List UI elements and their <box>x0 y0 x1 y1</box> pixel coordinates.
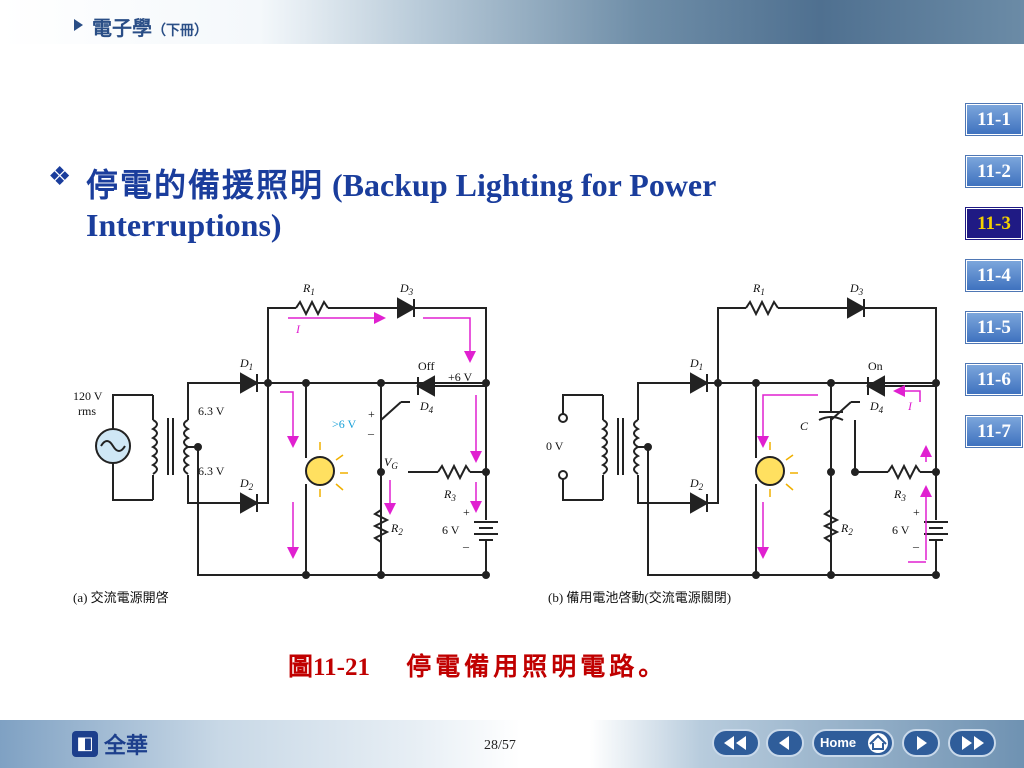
labels-b: 0 V R1 D3 D1 D2 D4 R2 R3 C I On 6 V + – … <box>546 281 920 605</box>
svg-text:–: – <box>462 539 470 553</box>
svg-text:6.3 V: 6.3 V <box>198 404 225 418</box>
page-number: 28/57 <box>484 738 516 753</box>
slide-title-line-2: Interruptions) <box>86 207 282 244</box>
header-banner: 電子學（下冊） <box>0 0 1024 44</box>
svg-text:0 V: 0 V <box>546 439 564 453</box>
svg-text:D1: D1 <box>239 356 253 372</box>
svg-text:D4: D4 <box>419 399 434 415</box>
bullet-diamond-icon: ❖ <box>48 162 72 191</box>
circuit-a <box>95 297 498 579</box>
svg-text:+6 V: +6 V <box>448 370 473 384</box>
svg-text:–: – <box>367 426 375 440</box>
svg-text:R1: R1 <box>302 281 315 297</box>
current-arrows-b <box>757 385 932 563</box>
chapter-button-11-3[interactable]: 11-3 <box>966 208 1022 239</box>
home-button[interactable]: Home <box>812 729 894 757</box>
svg-text:6.3 V: 6.3 V <box>198 464 225 478</box>
chapter-button-11-4[interactable]: 11-4 <box>966 260 1022 291</box>
svg-text:(a) 交流電源開啓: (a) 交流電源開啓 <box>73 590 169 605</box>
current-arrows-a <box>280 312 482 559</box>
svg-text:120 V: 120 V <box>73 389 103 403</box>
publisher-logo-text: 全華 <box>104 734 149 759</box>
svg-text:6 V: 6 V <box>442 523 460 537</box>
svg-text:D4: D4 <box>869 399 884 415</box>
next-page-button[interactable] <box>902 729 940 757</box>
previous-page-button[interactable] <box>766 729 804 757</box>
svg-text:D2: D2 <box>689 476 704 492</box>
svg-text:D1: D1 <box>689 356 703 372</box>
figure-caption-text: 停電備用照明電路。 <box>406 652 668 681</box>
svg-text:+: + <box>368 407 375 421</box>
svg-text:+: + <box>463 505 470 519</box>
chapter-button-11-1[interactable]: 11-1 <box>966 104 1022 135</box>
publisher-logo: ◧ 全華 <box>72 728 148 760</box>
labels-a: 120 V rms 6.3 V 6.3 V R1 D3 D1 D2 D4 R2 … <box>73 281 473 605</box>
lamp-b-glow <box>769 442 798 497</box>
svg-text:R3: R3 <box>443 487 456 503</box>
svg-text:–: – <box>912 539 920 553</box>
figure-caption: 圖11-21 停電備用照明電路。 <box>288 647 667 683</box>
home-button-label: Home <box>820 735 857 750</box>
svg-text:I: I <box>295 322 301 336</box>
svg-text:D3: D3 <box>849 281 864 297</box>
chapter-button-11-2[interactable]: 11-2 <box>966 156 1022 187</box>
slide-title-cjk: 停電的備援照明 <box>86 166 325 204</box>
chapter-button-11-5[interactable]: 11-5 <box>966 312 1022 343</box>
home-icon <box>869 734 887 750</box>
slide-title-en-2: Interruptions) <box>86 207 282 243</box>
header-arrow-icon <box>74 19 83 31</box>
svg-text:R2: R2 <box>840 521 853 537</box>
svg-text:R2: R2 <box>390 521 403 537</box>
last-page-button[interactable] <box>948 729 996 757</box>
figure-number: 圖11-21 <box>288 654 370 681</box>
chapter-button-11-7[interactable]: 11-7 <box>966 416 1022 447</box>
publisher-logo-icon: ◧ <box>72 731 98 757</box>
lamp-a-glow <box>319 442 348 497</box>
svg-text:Off: Off <box>418 359 434 373</box>
svg-text:R1: R1 <box>752 281 765 297</box>
first-page-button[interactable] <box>712 729 760 757</box>
svg-text:On: On <box>868 359 883 373</box>
svg-text:I: I <box>907 399 913 413</box>
svg-text:R3: R3 <box>893 487 906 503</box>
svg-text:>6 V: >6 V <box>332 417 357 431</box>
svg-text:D3: D3 <box>399 281 414 297</box>
circuit-figure: 120 V rms 6.3 V 6.3 V R1 D3 D1 D2 D4 R2 … <box>73 281 948 605</box>
svg-text:(b) 備用電池啓動(交流電源關閉): (b) 備用電池啓動(交流電源關閉) <box>548 590 731 605</box>
circuit-b <box>558 297 948 579</box>
slide-title-en-1: (Backup Lighting for Power <box>324 167 717 203</box>
svg-text:rms: rms <box>78 404 96 418</box>
svg-text:D2: D2 <box>239 476 254 492</box>
book-title: 電子學（下冊） <box>92 16 208 40</box>
svg-text:VG: VG <box>384 455 398 471</box>
svg-text:C: C <box>800 419 809 433</box>
svg-text:6 V: 6 V <box>892 523 910 537</box>
slide-title-line-1: 停電的備援照明 (Backup Lighting for Power <box>86 160 716 206</box>
chapter-button-11-6[interactable]: 11-6 <box>966 364 1022 395</box>
svg-text:+: + <box>913 505 920 519</box>
